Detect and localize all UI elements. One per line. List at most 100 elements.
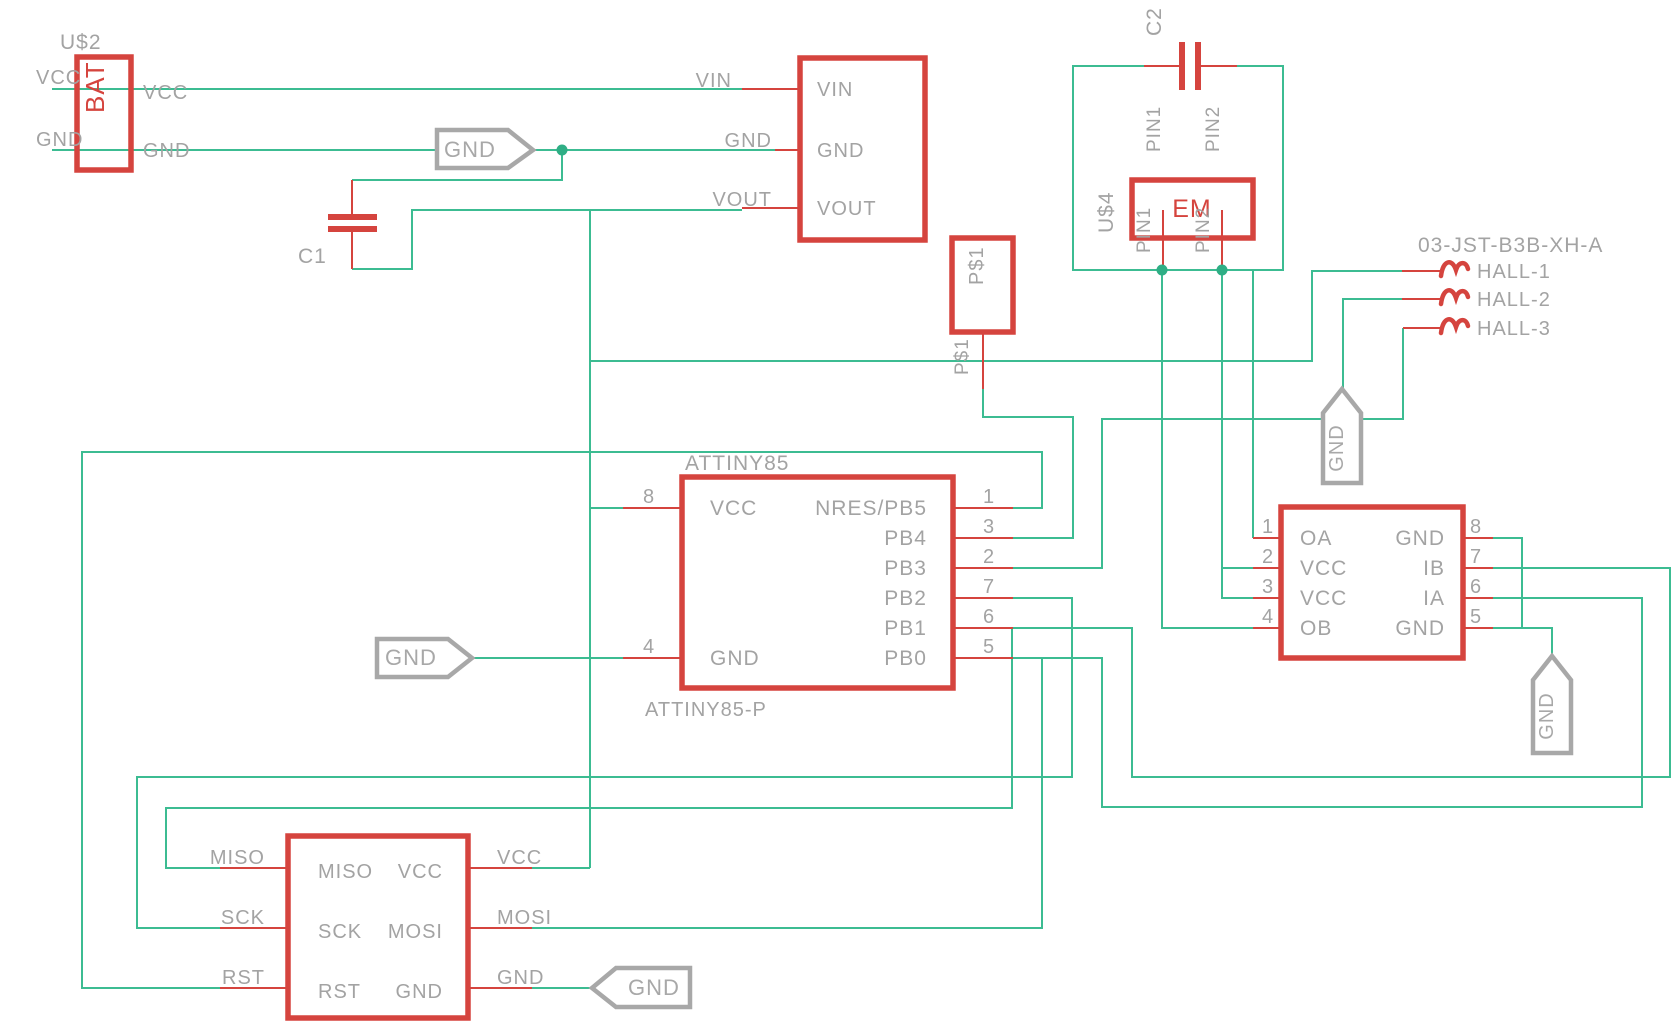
motor-em-component-body[interactable] — [1129, 177, 1256, 241]
net-hall2-gnd[interactable] — [1342, 298, 1402, 389]
label-p1-box: P$1 — [966, 246, 988, 285]
label-isp-miso: MISO — [318, 861, 373, 883]
net-em-pin2-vcc[interactable] — [1221, 270, 1253, 599]
pinnum-attiny-6: 6 — [983, 606, 995, 628]
label-em-pin1-bot: PIN1 — [1134, 207, 1155, 253]
gnd-flag-isp[interactable] — [588, 965, 693, 1010]
battery-component-body[interactable] — [74, 54, 134, 173]
gnd-flag-isp-label: GND — [628, 975, 680, 1000]
label-bat-vcc-outer: VCC — [36, 67, 81, 89]
junction-dot — [1216, 264, 1228, 276]
gnd-flag-attiny[interactable] — [374, 636, 476, 680]
pinnum-driver-3: 3 — [1262, 576, 1274, 598]
hall1-contact-icon[interactable] — [1438, 260, 1471, 279]
net-c2-loop[interactable] — [1072, 65, 1284, 271]
pinnum-driver-7: 7 — [1470, 546, 1482, 568]
label-reg-gnd: GND — [817, 140, 864, 162]
capacitor-c2[interactable] — [1179, 42, 1185, 90]
pinnum-attiny-7: 7 — [983, 576, 995, 598]
net-p1-pb4[interactable] — [982, 389, 1074, 539]
label-bat-vcc-inner: VCC — [143, 82, 188, 104]
label-reg-gnd-net: GND — [725, 130, 772, 152]
label-bat-gnd-inner: GND — [143, 140, 190, 162]
gnd-flag-top[interactable] — [434, 127, 537, 171]
pinnum-driver-5: 5 — [1470, 606, 1482, 628]
junction-dot — [1156, 264, 1168, 276]
label-attiny-pb4: PB4 — [884, 527, 927, 550]
label-attiny-pb2: PB2 — [884, 587, 927, 610]
net-driver-gnd8[interactable] — [1493, 537, 1523, 628]
net-pb0-ia[interactable] — [1013, 597, 1643, 808]
net-gnd-c1-branch[interactable] — [352, 150, 563, 181]
label-reg-vout: VOUT — [817, 198, 877, 220]
label-driver-ia: IA — [1423, 587, 1445, 610]
label-attiny-pb5: NRES/PB5 — [815, 497, 927, 520]
motor-driver-component-body[interactable] — [1278, 504, 1466, 661]
isp-header-component-body[interactable] — [285, 833, 471, 1021]
label-em-pin2-top: PIN2 — [1203, 106, 1224, 152]
hall3-contact-icon[interactable] — [1438, 317, 1471, 336]
net-vcc-hall1[interactable] — [590, 270, 1402, 362]
label-driver-ob: OB — [1300, 617, 1332, 640]
net-driver-gnd5[interactable] — [1493, 627, 1553, 656]
gnd-flag-hall[interactable] — [1320, 385, 1364, 486]
pad-p1-component-body[interactable] — [949, 235, 1016, 335]
label-reg-vin: VIN — [817, 79, 853, 101]
gnd-flag-attiny-label: GND — [385, 645, 437, 670]
pinnum-attiny-1: 1 — [983, 486, 995, 508]
pinnum-driver-6: 6 — [1470, 576, 1482, 598]
hall2-contact-icon[interactable] — [1438, 288, 1471, 307]
gnd-flag-driver-label: GND — [1536, 692, 1558, 739]
gnd-flag-driver[interactable] — [1530, 652, 1574, 756]
net-vout-c1[interactable] — [352, 209, 742, 270]
label-em-pin2-bot: PIN2 — [1193, 207, 1214, 253]
label-attiny-gnd: GND — [710, 647, 760, 670]
label-driver-gnd1: GND — [1395, 527, 1445, 550]
pinnum-attiny-8: 8 — [643, 486, 655, 508]
pinnum-driver-8: 8 — [1470, 516, 1482, 538]
pinnum-attiny-2: 2 — [983, 546, 995, 568]
capacitor-c1[interactable] — [328, 226, 377, 232]
label-isp-miso-net: MISO — [210, 847, 265, 869]
label-em-pin1-top: PIN1 — [1144, 106, 1165, 152]
label-attiny-pb0: PB0 — [884, 647, 927, 670]
capacitor-c1[interactable] — [328, 214, 377, 220]
pinnum-attiny-5: 5 — [983, 636, 995, 658]
label-attiny-pb1: PB1 — [884, 617, 927, 640]
label-isp-gnd-net: GND — [497, 967, 544, 989]
net-hall3-pb3[interactable] — [1013, 328, 1404, 569]
net-nres-rst[interactable] — [81, 451, 1043, 989]
gnd-flag-top-label: GND — [444, 137, 496, 162]
attiny85-component-body[interactable] — [679, 474, 956, 691]
regulator-component-body[interactable] — [797, 55, 928, 243]
label-driver-gnd2: GND — [1395, 617, 1445, 640]
net-pb2-sck[interactable] — [136, 597, 1073, 929]
label-attiny-vcc: VCC — [710, 497, 757, 520]
label-p1-pin: P$1 — [952, 338, 973, 375]
capacitor-c2[interactable] — [1195, 42, 1201, 90]
net-em-pin1-ob[interactable] — [1161, 270, 1253, 629]
label-isp-vcc: VCC — [398, 861, 443, 883]
net-pb1-miso[interactable] — [165, 628, 1013, 869]
label-c1: C1 — [298, 245, 327, 268]
label-isp-mosi: MOSI — [388, 921, 443, 943]
pinnum-driver-4: 4 — [1262, 606, 1274, 628]
junction-dot — [556, 144, 568, 156]
label-isp-rst: RST — [318, 981, 361, 1003]
label-jst-title: 03-JST-B3B-XH-A — [1418, 234, 1603, 257]
pinnum-driver-2: 2 — [1262, 546, 1274, 568]
label-isp-rst-net: RST — [222, 967, 265, 989]
label-attiny-title: ATTINY85 — [685, 452, 789, 475]
label-driver-vcc1: VCC — [1300, 557, 1347, 580]
net-pb0-mosi[interactable] — [532, 658, 1043, 929]
label-attiny-pb3: PB3 — [884, 557, 927, 580]
label-hall2: HALL-2 — [1477, 289, 1551, 311]
net-pb1-ib[interactable] — [1013, 567, 1671, 778]
label-isp-gnd: GND — [396, 981, 443, 1003]
label-isp-mosi-net: MOSI — [497, 907, 552, 929]
label-em: EM — [1172, 195, 1212, 223]
label-bat: BAT — [80, 61, 110, 113]
